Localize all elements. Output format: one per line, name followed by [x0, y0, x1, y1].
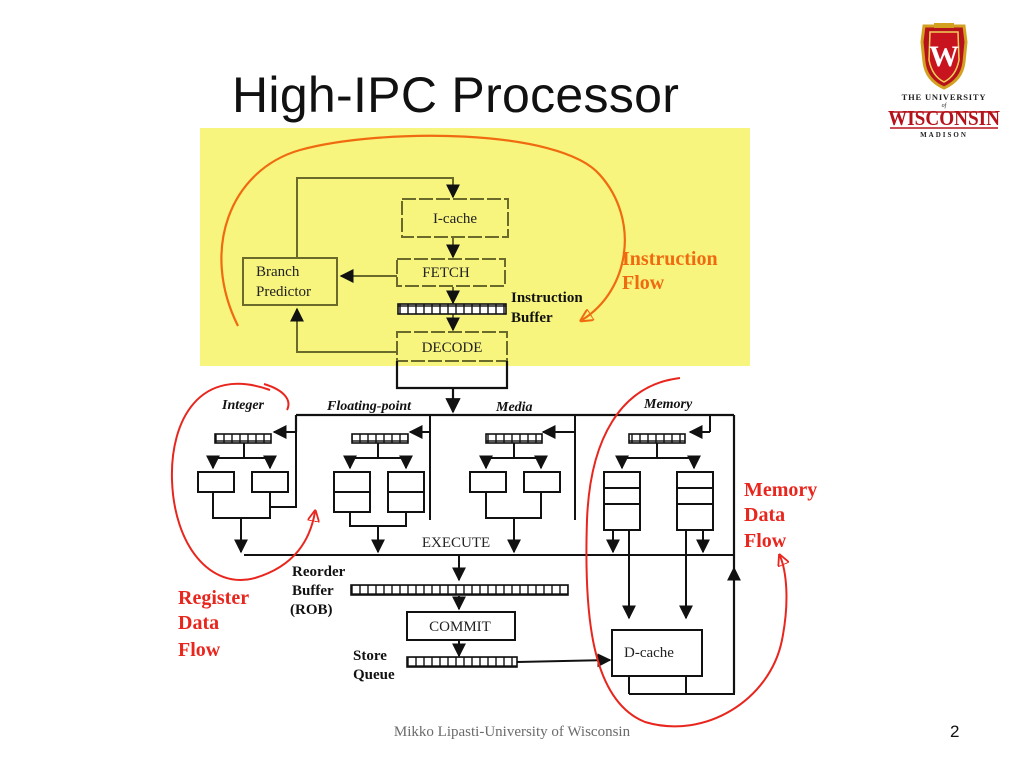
store-queue	[406, 656, 518, 668]
register-flow-arrow	[170, 383, 315, 581]
logo-line2: of	[942, 102, 948, 109]
register-flow-label-2: Data	[178, 612, 219, 634]
instruction-flow-arrow	[220, 134, 626, 327]
floating-point-cluster	[333, 415, 431, 554]
slide-title: High-IPC Processor	[232, 67, 680, 123]
register-flow-label-3: Flow	[178, 639, 221, 661]
memory-flow-label-3: Flow	[744, 530, 787, 552]
instruction-flow-label-1: Instruction	[622, 248, 718, 270]
branch-label-1: Branch	[256, 264, 300, 280]
decode-label: DECODE	[422, 340, 483, 356]
crest-icon: W	[920, 23, 968, 90]
instruction-buffer	[397, 303, 507, 315]
commit-box	[406, 611, 516, 641]
media-cluster	[469, 415, 576, 554]
icache-box	[401, 198, 509, 238]
commit-label: COMMIT	[429, 619, 491, 635]
media-label: Media	[495, 400, 533, 415]
integer-cluster	[197, 425, 297, 554]
icache-label: I-cache	[433, 211, 477, 227]
branch-label-2: Predictor	[256, 284, 311, 300]
integer-label: Integer	[221, 398, 265, 413]
rob-label-1: Reorder	[292, 564, 346, 580]
store-queue-label-1: Store	[353, 648, 387, 664]
memory-flow-label-2: Data	[744, 504, 785, 526]
dcache-label: D-cache	[624, 645, 674, 661]
store-queue-label-2: Queue	[353, 667, 395, 683]
register-flow-label-1: Register	[178, 587, 249, 609]
university-logo: W THE UNIVERSITY of WISCONSIN MADISON	[888, 23, 1000, 139]
rob-label-3: (ROB)	[290, 602, 333, 618]
memory-flow-arrow	[585, 377, 786, 728]
logo-line1: THE UNIVERSITY	[902, 92, 987, 102]
instruction-buffer-label-2: Buffer	[511, 310, 553, 326]
decode-box	[396, 331, 508, 362]
frontend-highlight	[200, 128, 750, 366]
execute-label: EXECUTE	[422, 535, 490, 551]
logo-line3: WISCONSIN	[888, 106, 1000, 130]
logo-line4: MADISON	[920, 131, 968, 139]
floating-point-label: Floating-point	[326, 399, 412, 414]
instruction-buffer-label-1: Instruction	[511, 290, 583, 306]
fetch-label: FETCH	[422, 265, 470, 281]
fp-issue-queue	[351, 433, 409, 444]
instruction-flow-label-2: Flow	[622, 272, 665, 294]
fetch-box	[396, 258, 506, 287]
memory-flow-label-1: Memory	[744, 479, 817, 501]
memory-issue-queue	[628, 433, 686, 444]
memory-cluster	[603, 415, 714, 620]
dcache-box	[611, 629, 703, 677]
crest-letter: W	[929, 40, 959, 73]
rob-label-2: Buffer	[292, 583, 334, 599]
slide-footer: Mikko Lipasti-University of Wisconsin	[393, 724, 631, 740]
reorder-buffer	[350, 584, 569, 596]
integer-issue-queue	[214, 433, 272, 444]
branch-predictor-box	[242, 257, 338, 306]
memory-label: Memory	[643, 397, 693, 412]
media-issue-queue	[485, 433, 543, 444]
page-number: 2	[950, 722, 960, 741]
